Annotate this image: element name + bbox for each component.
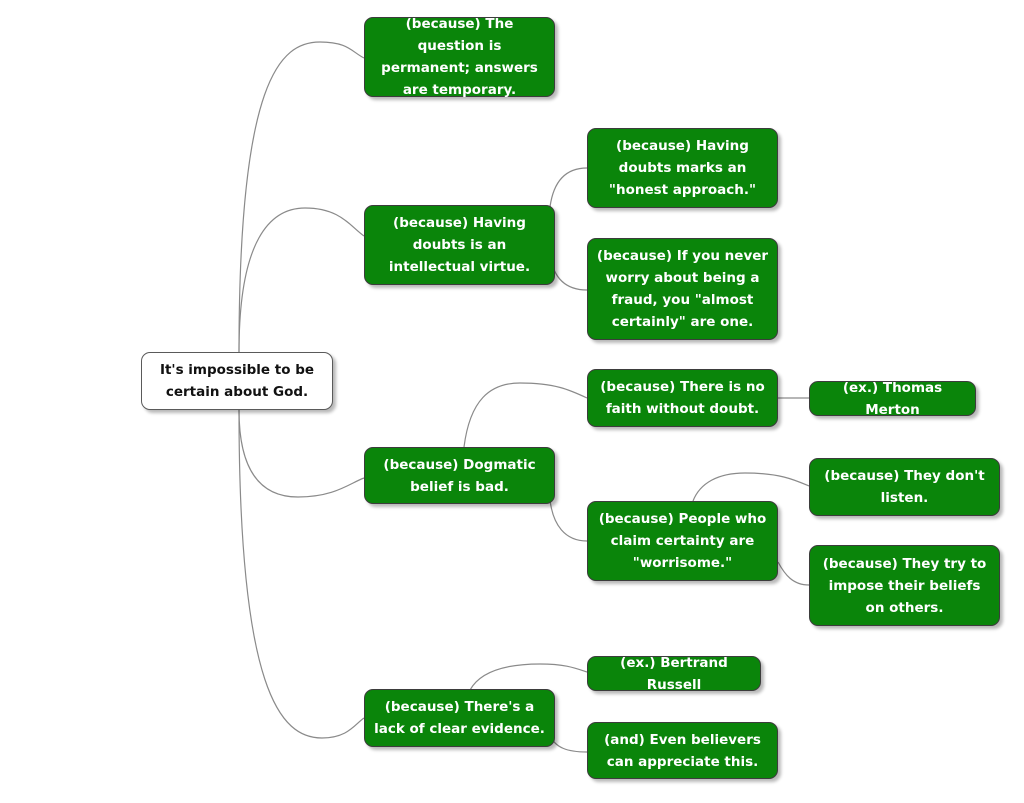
node-fraud[interactable]: (because) If you never worry about being… [587, 238, 778, 340]
link-root-n4 [238, 409, 365, 739]
link-root-n1 [238, 41, 365, 353]
link-n4-n4a [469, 663, 588, 691]
node-lack-evidence[interactable]: (because) There's a lack of clear eviden… [364, 689, 555, 747]
node-impose-beliefs[interactable]: (because) They try to impose their belie… [809, 545, 1000, 626]
node-believers-appreciate[interactable]: (and) Even believers can appreciate this… [587, 722, 778, 779]
root-node[interactable]: It's impossible to be certain about God. [141, 352, 333, 410]
link-n2-n2a [549, 167, 588, 208]
link-root-n2 [238, 207, 365, 353]
node-question-permanent[interactable]: (because) The question is permanent; ans… [364, 16, 555, 98]
node-bertrand-russell[interactable]: (ex.) Bertrand Russell [587, 655, 761, 693]
link-n3-n3b [549, 499, 588, 542]
node-certainty-worrisome[interactable]: (because) People who claim certainty are… [587, 501, 778, 581]
node-thomas-merton[interactable]: (ex.) Thomas Merton [809, 380, 976, 418]
link-n3b-n3b1 [692, 472, 810, 502]
node-no-faith-without-doubt[interactable]: (because) There is no faith without doub… [587, 369, 778, 427]
link-root-n3 [238, 409, 365, 498]
link-n2-n2b [549, 254, 588, 291]
node-honest-approach[interactable]: (because) Having doubts marks an "honest… [587, 128, 778, 208]
link-n4-n4b [549, 734, 588, 753]
node-doubts-virtue[interactable]: (because) Having doubts is an intellectu… [364, 205, 555, 285]
node-dont-listen[interactable]: (because) They don't listen. [809, 458, 1000, 516]
link-n3b-n3b2 [777, 561, 810, 586]
node-dogmatic-belief[interactable]: (because) Dogmatic belief is bad. [364, 447, 555, 504]
link-n3-n3a [463, 382, 588, 448]
